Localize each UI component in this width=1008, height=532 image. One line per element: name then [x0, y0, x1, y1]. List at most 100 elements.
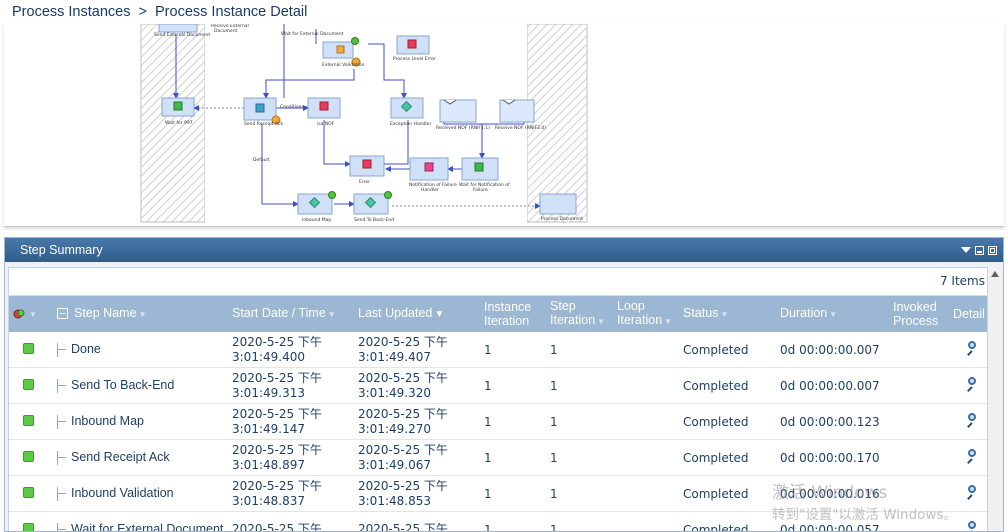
status-filter-icon[interactable] — [13, 308, 27, 320]
start-date: 2020-5-25 下午 — [232, 335, 322, 349]
detail-cell[interactable] — [949, 332, 987, 368]
collapse-menu-icon[interactable] — [961, 245, 971, 255]
updated-time: 3:01:49.320 — [358, 386, 431, 400]
instance-iteration-cell: 1 — [480, 404, 546, 440]
invoked-process-cell — [889, 368, 949, 404]
tree-line-icon — [57, 487, 68, 501]
step-name-cell[interactable]: Inbound Map — [53, 404, 228, 440]
status-green-icon — [23, 415, 34, 426]
breadcrumb-parent-link[interactable]: Process Instances — [12, 4, 130, 20]
svg-text:Handler: Handler — [421, 187, 439, 193]
breadcrumb-separator: > — [139, 4, 147, 20]
updated-time: 3:01:49.270 — [358, 422, 431, 436]
duration-cell: 0d 00:00:00.007 — [776, 368, 889, 404]
step-name-cell[interactable]: Done — [53, 332, 228, 368]
col-last-updated[interactable]: Last Updated▼ — [354, 296, 480, 332]
svg-text:Receive NOF (RNIF2.0): Receive NOF (RNIF2.0) — [495, 125, 546, 131]
detail-cell[interactable] — [949, 368, 987, 404]
col-duration[interactable]: Duration▼ — [776, 296, 889, 332]
swimlane-right — [527, 24, 587, 222]
step-name-cell[interactable]: Send To Back-End — [53, 368, 228, 404]
invoked-process-cell — [889, 440, 949, 476]
magnifier-icon[interactable] — [965, 341, 979, 355]
col-status[interactable]: Status▼ — [679, 296, 776, 332]
breadcrumb-current: Process Instance Detail — [155, 4, 307, 20]
start-date: 2020-5-25 下午 — [232, 371, 322, 385]
col-detail[interactable]: Detail — [949, 296, 987, 332]
col-status-icon[interactable]: ▼ — [9, 296, 53, 332]
step-iteration-cell: 1 — [546, 368, 613, 404]
col-loop-iteration[interactable]: Loop Iteration▼ — [613, 296, 679, 332]
tree-line-icon — [57, 415, 68, 429]
start-time: 3:01:49.400 — [232, 350, 305, 364]
col-start-date[interactable]: Start Date / Time▼ — [228, 296, 354, 332]
col-step-name[interactable]: Step Name▼ — [53, 296, 228, 332]
updated-date: 2020-5-25 下午 — [358, 479, 448, 493]
step-name[interactable]: Send To Back-End — [71, 378, 174, 392]
svg-text:External Validation: External Validation — [322, 62, 364, 68]
col-invoked-process[interactable]: Invoked Process — [889, 296, 949, 332]
step-iteration-cell: 1 — [546, 440, 613, 476]
svg-text:Send External Document: Send External Document — [154, 32, 210, 38]
vertical-scrollbar[interactable] — [987, 267, 1003, 531]
instance-iteration-cell: 1 — [480, 368, 546, 404]
step-name-cell[interactable]: Inbound Validation — [53, 476, 228, 512]
step-name[interactable]: Done — [71, 342, 101, 356]
magnifier-icon[interactable] — [965, 377, 979, 391]
instance-iteration-cell: 1 — [480, 476, 546, 512]
tree-line-icon — [57, 523, 68, 532]
tree-line-icon — [57, 451, 68, 465]
start-date: 2020-5-25 下午 — [232, 407, 322, 421]
step-summary-title: Step Summary — [20, 243, 103, 257]
status-green-icon — [23, 451, 34, 462]
detail-cell[interactable] — [949, 404, 987, 440]
svg-text:isa NOF: isa NOF — [317, 121, 335, 127]
svg-text:Received NOF (RNIF1.1): Received NOF (RNIF1.1) — [436, 125, 490, 131]
tree-line-icon — [57, 379, 68, 393]
detail-cell[interactable] — [949, 440, 987, 476]
instance-iteration-cell: 1 — [480, 512, 546, 532]
status-text-cell: Completed — [679, 404, 776, 440]
invoked-process-cell — [889, 404, 949, 440]
magnifier-icon[interactable] — [965, 485, 979, 499]
tree-collapse-icon[interactable] — [57, 308, 68, 319]
status-cell — [9, 368, 53, 404]
col-step-iteration[interactable]: Step Iteration▼ — [546, 296, 613, 332]
table-header-row: ▼ Step Name▼ Start Date / Time▼ Last Upd… — [9, 296, 987, 332]
status-green-icon — [23, 487, 34, 498]
svg-text:Document: Document — [214, 28, 238, 34]
col-instance-iteration[interactable]: Instance Iteration — [480, 296, 546, 332]
loop-iteration-cell — [613, 404, 679, 440]
status-cell — [9, 440, 53, 476]
step-name-cell[interactable]: Wait for External Document — [53, 512, 228, 532]
magnifier-icon[interactable] — [965, 521, 979, 532]
step-iteration-cell: 1 — [546, 512, 613, 532]
magnifier-icon[interactable] — [965, 413, 979, 427]
scroll-up-icon[interactable] — [991, 271, 999, 277]
step-name[interactable]: Send Receipt Ack — [71, 450, 170, 464]
magnifier-icon[interactable] — [965, 449, 979, 463]
windows-activation-watermark: 激活 Windows — [772, 478, 887, 503]
maximize-icon[interactable] — [988, 246, 997, 255]
step-name[interactable]: Inbound Validation — [71, 486, 174, 500]
minimize-icon[interactable] — [975, 246, 984, 255]
svg-text:Process Level Error: Process Level Error — [393, 56, 436, 62]
updated-date: 2020-5-25 下午 — [358, 407, 448, 421]
start-date: 2020-5-25 下午 — [232, 479, 322, 493]
step-name[interactable]: Inbound Map — [71, 414, 144, 428]
step-name-cell[interactable]: Send Receipt Ack — [53, 440, 228, 476]
duration-cell: 0d 00:00:00.123 — [776, 404, 889, 440]
step-name[interactable]: Wait for External Document — [71, 522, 223, 532]
svg-text:Wait for 997: Wait for 997 — [165, 120, 193, 126]
